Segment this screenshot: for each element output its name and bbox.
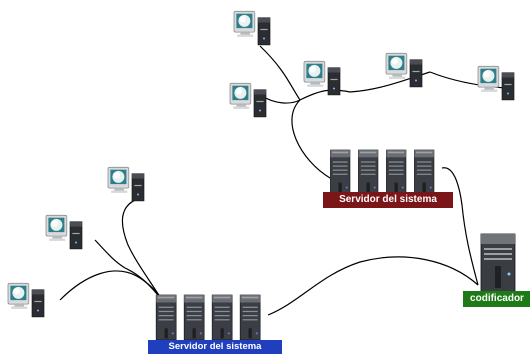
server-rack-icon: [329, 149, 435, 195]
workstation-icon: [385, 52, 423, 88]
link-top-to-server: [291, 99, 331, 179]
server-label-top: Servidor del sistema: [323, 192, 453, 208]
link-server-to-encoder: [441, 167, 479, 286]
workstation-icon: [233, 10, 271, 46]
link-top-chain-2: [349, 71, 431, 93]
workstation-icon: [303, 60, 341, 96]
connection-lines: [59, 45, 506, 316]
workstation-icon: [229, 82, 267, 118]
server-label-bottom: Servidor del sistema: [148, 340, 282, 354]
workstation-icon: [45, 214, 83, 250]
server-rack-icon: [155, 294, 261, 341]
link-top-branch-1: [259, 45, 301, 101]
workstation-icon: [107, 166, 145, 202]
link-left-2: [94, 239, 163, 301]
link-bottom-to-encoder: [267, 256, 479, 316]
workstation-icon: [477, 65, 515, 101]
workstation-icon: [7, 282, 45, 318]
encoder-label: codificador: [463, 291, 530, 307]
link-left-1: [121, 197, 163, 301]
tower-server-icon: [480, 233, 516, 293]
link-top-chain-1: [299, 89, 351, 101]
link-left-3: [59, 270, 163, 301]
link-top-branch-2: [261, 95, 301, 104]
